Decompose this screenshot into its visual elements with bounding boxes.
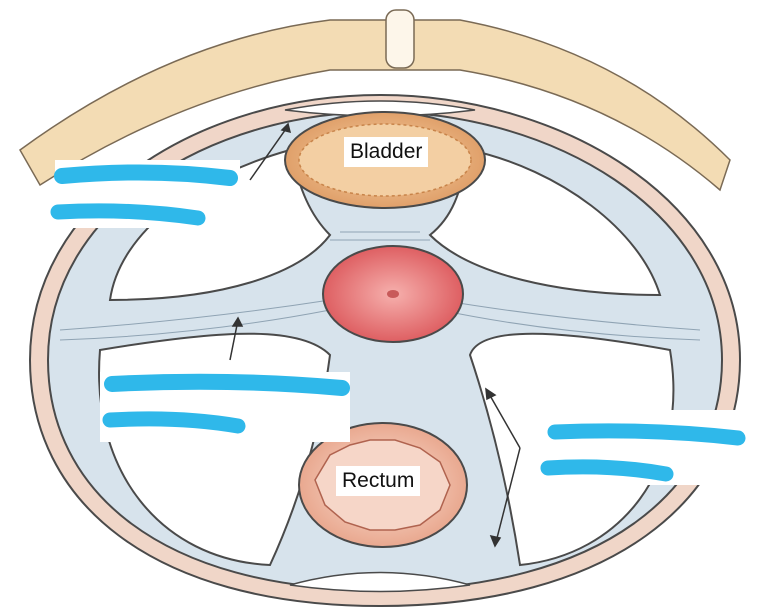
- space-anterior-right: [428, 148, 662, 297]
- cervical-os: [387, 290, 399, 298]
- redaction-marks: [50, 164, 746, 482]
- redaction-mark: [50, 203, 206, 226]
- fascia-strands: [59, 231, 701, 341]
- pubic-symphysis: [385, 9, 415, 69]
- rectum-label: Rectum: [336, 466, 421, 496]
- space-presacral: [289, 571, 471, 593]
- redaction-mark: [54, 164, 238, 186]
- redaction-mark: [104, 373, 350, 396]
- redaction-mark: [540, 459, 674, 482]
- redaction-mark: [547, 423, 746, 446]
- pubic-bone: [19, 19, 731, 192]
- redaction-mark: [102, 411, 246, 434]
- bladder-label: Bladder: [344, 137, 429, 167]
- pointer-arrows: [229, 122, 521, 548]
